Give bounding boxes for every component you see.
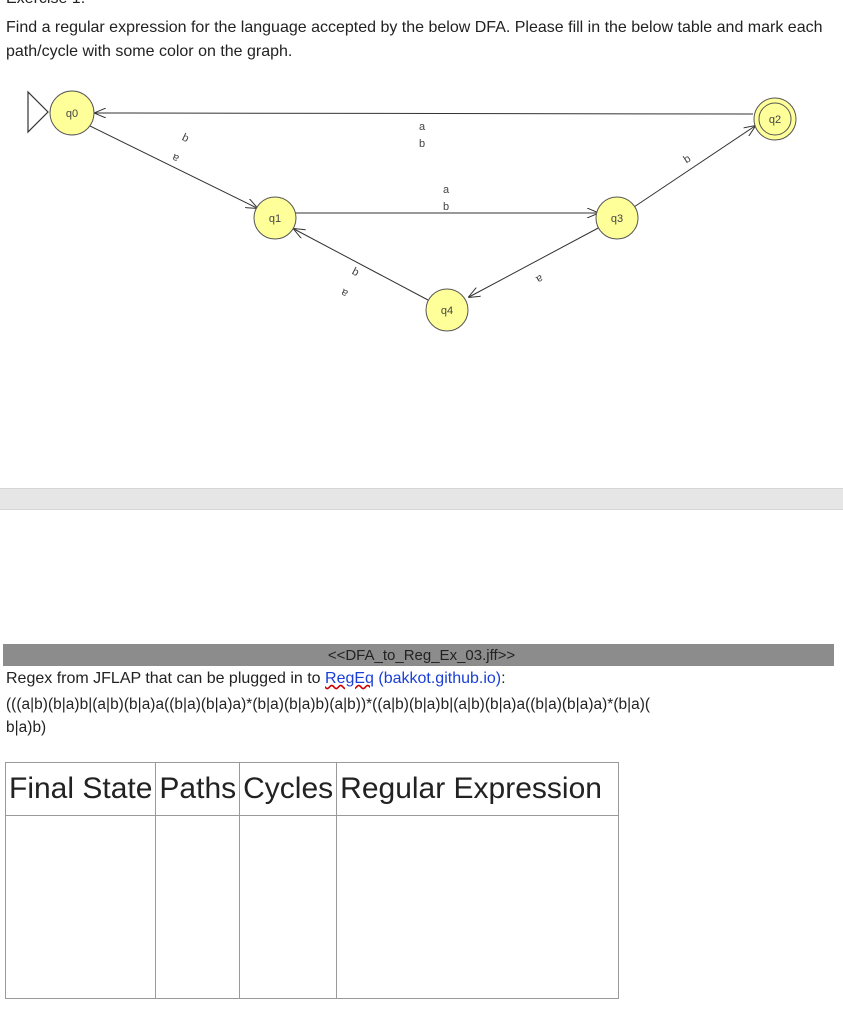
cell-final-state[interactable] xyxy=(4,815,157,999)
start-arrow-icon xyxy=(27,90,49,134)
label-q4-q1-a: a xyxy=(338,286,350,300)
exercise-instructions: Find a regular expression for the langua… xyxy=(6,19,823,60)
state-q4: q4 xyxy=(425,288,469,332)
regex-intro: Regex from JFLAP that can be plugged in … xyxy=(6,670,506,688)
cell-regular-expression[interactable] xyxy=(336,815,620,999)
edge-q3-q4 xyxy=(469,225,603,297)
file-reference-bar xyxy=(3,644,834,666)
section-divider xyxy=(0,488,843,510)
label-q1-q3-b: b xyxy=(443,201,449,213)
state-q1-label: q1 xyxy=(269,213,281,225)
table-row xyxy=(4,815,620,999)
edge-q3-q2 xyxy=(633,126,755,208)
header-regular-expression: Regular Expression xyxy=(336,762,620,816)
state-q4-label: q4 xyxy=(441,305,453,317)
cell-cycles[interactable] xyxy=(239,815,338,999)
label-q0-q1-a: a xyxy=(170,151,182,165)
file-reference[interactable]: <<DFA_to_Reg_Ex_03.jff>> xyxy=(327,647,516,664)
dfa-diagram: a b b a a b b a b a q0 q1 q2 q3 q4 xyxy=(27,90,797,332)
state-q2-label: q2 xyxy=(769,114,781,126)
label-q2-q0-b: b xyxy=(419,138,425,150)
state-q1: q1 xyxy=(253,196,297,240)
state-q3-label: q3 xyxy=(611,213,623,225)
label-q4-q1-b: b xyxy=(350,266,361,279)
regeq-link[interactable]: RegEq (bakkot.github.io) xyxy=(325,670,501,687)
header-paths: Paths xyxy=(155,762,241,816)
state-q2: q2 xyxy=(753,97,797,141)
edge-q2-q0 xyxy=(95,113,754,114)
answer-table: Final State Paths Cycles Regular Express… xyxy=(4,762,620,999)
label-q0-q1-b: b xyxy=(180,132,191,145)
header-cycles: Cycles xyxy=(239,762,338,816)
label-q2-q0-a: a xyxy=(419,121,426,133)
regex-line-2: b|a)b) xyxy=(6,719,47,736)
label-q3-q2-b: b xyxy=(682,153,694,166)
answer-table-header-row: Final State Paths Cycles Regular Express… xyxy=(4,762,620,816)
edge-q0-q1 xyxy=(87,124,257,208)
regeq-link-suffix[interactable]: (bakkot.github.io) xyxy=(373,670,502,687)
exercise-heading: Exercise 1. xyxy=(6,0,85,8)
state-q0: q0 xyxy=(49,90,95,136)
label-q1-q3-a: a xyxy=(443,184,450,196)
state-q0-label: q0 xyxy=(66,108,78,120)
regex-intro-colon: : xyxy=(501,670,506,687)
header-final-state: Final State xyxy=(4,762,157,816)
state-q3: q3 xyxy=(595,196,639,240)
label-q3-q4-a: a xyxy=(533,272,545,286)
edge-q4-q1 xyxy=(294,229,429,301)
cell-paths[interactable] xyxy=(155,815,241,999)
regex-intro-text: Regex from JFLAP that can be plugged in … xyxy=(6,670,326,687)
regex-line-1: (((a|b)(b|a)b|(a|b)(b|a)a((b|a)(b|a)a)*(… xyxy=(6,696,651,713)
regeq-link-name[interactable]: RegEq xyxy=(325,670,374,687)
